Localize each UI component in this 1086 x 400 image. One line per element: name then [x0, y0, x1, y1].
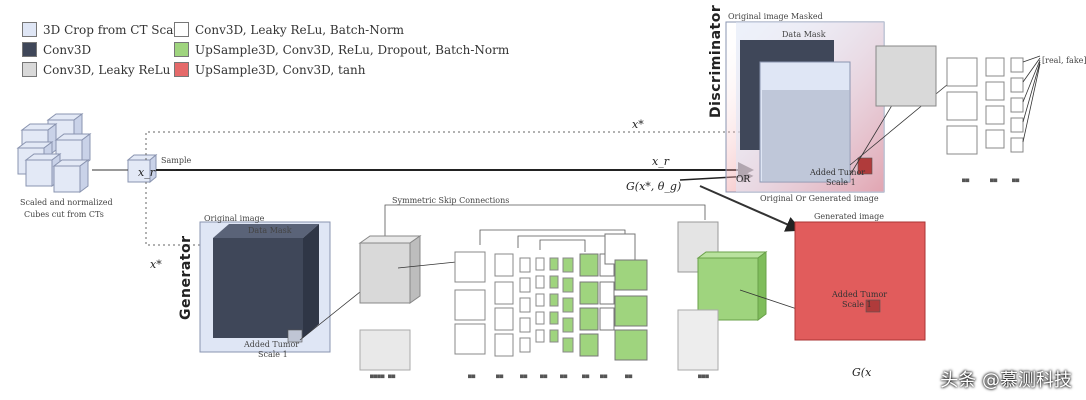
svg-text:■■: ■■ — [560, 373, 568, 380]
discriminator-label: Discriminator — [708, 4, 724, 118]
legend-swatch — [22, 22, 37, 37]
discriminator-input-volume — [725, 21, 885, 193]
legend-swatch — [174, 42, 189, 57]
size-labels: ■■■■ ■■ ■■ ■■ ■■ ■■ ■■ ■■ ■■ ■■ ■■■ ■■ ■… — [370, 177, 1020, 380]
gen-mask-label: Data Mask — [248, 226, 292, 235]
legend-swatch — [22, 62, 37, 77]
bottleneck-stack — [519, 257, 574, 353]
svg-text:■■: ■■ — [600, 373, 608, 380]
disc-top-label: Original image Masked — [728, 12, 823, 21]
svg-text:■■: ■■ — [962, 177, 970, 184]
legend-item: UpSample3D, Conv3D, tanh — [174, 62, 365, 77]
legend-swatch — [22, 42, 37, 57]
gen-original-image-label: Original image — [204, 214, 265, 223]
generated-image-label: Generated image — [814, 212, 884, 221]
cubes-caption-1: Scaled and normalized — [20, 198, 113, 207]
skip-connections-label: Symmetric Skip Connections — [392, 196, 510, 205]
svg-text:■■: ■■ — [582, 373, 590, 380]
disc-tumor-sub-label: Scale 1 — [826, 178, 856, 187]
sample-x-label: x_r — [138, 166, 155, 179]
sample-label: Sample — [161, 156, 192, 165]
g-bottom-label: G(x — [852, 366, 872, 379]
svg-text:■■: ■■ — [1012, 177, 1020, 184]
legend-item: UpSample3D, Conv3D, ReLu, Dropout, Batch… — [174, 42, 509, 57]
disc-bottom-label: Original Or Generated image — [760, 194, 879, 203]
legend-item: 3D Crop from CT Scan — [22, 22, 181, 37]
cube — [52, 159, 90, 193]
legend-item: Conv3D — [22, 42, 91, 57]
skip-connections — [384, 204, 706, 252]
gen-out-tumor-label: Added Tumor — [832, 290, 888, 299]
generator-label: Generator — [178, 235, 194, 320]
legend-item: Conv3D, Leaky ReLu, Batch-Norm — [174, 22, 404, 37]
watermark: 头条 @慕测科技 — [940, 370, 1072, 391]
svg-text:■■: ■■ — [496, 373, 504, 380]
encoder-stack-2 — [454, 251, 486, 355]
disc-mask-label: Data Mask — [782, 30, 826, 39]
legend-item: Conv3D, Leaky ReLu — [22, 62, 170, 77]
gen-out-tumor-sub-label: Scale 1 — [842, 300, 872, 309]
disc-tumor-label: Added Tumor — [810, 168, 866, 177]
svg-text:■■■: ■■■ — [698, 373, 709, 380]
generator-input-volume — [199, 221, 331, 353]
x-r-label: x_r — [652, 155, 669, 168]
legend-swatch — [174, 62, 189, 77]
discriminator-layers — [875, 45, 1041, 155]
cubes-caption-2: Cubes cut from CTs — [24, 210, 104, 219]
x-r-star-gen-label: x* — [150, 258, 162, 271]
input-cubes — [16, 113, 92, 193]
real-fake-label: [real, fake] — [1042, 56, 1086, 65]
sample-cube — [126, 153, 158, 184]
gen-tumor-sub-label: Scale 1 — [258, 350, 288, 359]
g-output-label: G(x*, θ_g) — [626, 180, 682, 193]
or-label: OR — [736, 175, 751, 185]
svg-text:■■: ■■ — [625, 373, 633, 380]
legend-swatch — [174, 22, 189, 37]
svg-text:■■: ■■ — [540, 373, 548, 380]
generated-image-volume — [794, 221, 926, 341]
gen-tumor-label: Added Tumor — [244, 340, 300, 349]
svg-text:■■■■ ■■: ■■■■ ■■ — [370, 373, 396, 380]
svg-text:■■: ■■ — [520, 373, 528, 380]
svg-text:■■: ■■ — [990, 177, 998, 184]
svg-text:■■: ■■ — [468, 373, 476, 380]
x-r-star-label: x* — [632, 118, 644, 131]
